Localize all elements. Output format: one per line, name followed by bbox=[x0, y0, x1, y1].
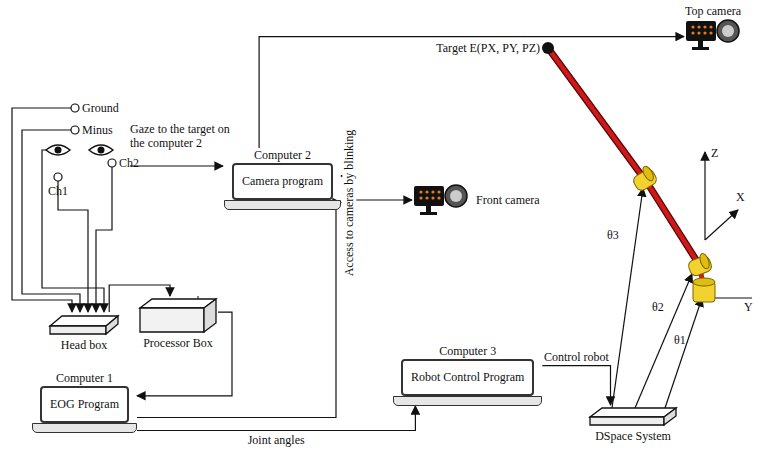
camera-label: Front camera bbox=[476, 193, 540, 207]
connector-label: Joint angles bbox=[246, 433, 307, 447]
computer-name: Computer 3 bbox=[439, 344, 496, 358]
annotation-label: θ3 bbox=[607, 228, 619, 242]
annotation-label: Y bbox=[744, 300, 753, 314]
annotation-label: Gaze to the target on the computer 2 bbox=[130, 122, 240, 150]
annotation-label: θ2 bbox=[652, 300, 664, 314]
joint-command-lines bbox=[612, 188, 702, 408]
device-icon bbox=[138, 296, 218, 336]
laptop-screen: EOG Program bbox=[40, 386, 129, 423]
coordinate-axes bbox=[705, 152, 752, 298]
connector bbox=[542, 366, 610, 405]
program-name: Robot Control Program bbox=[411, 370, 524, 384]
annotation-label: Minus bbox=[82, 123, 113, 137]
laptop-keyboard bbox=[393, 396, 542, 406]
computer-node: Computer 2 Camera program bbox=[224, 148, 341, 210]
annotation-label: Ch2 bbox=[119, 156, 139, 170]
connector bbox=[137, 203, 341, 418]
computer-node: Computer 1 EOG Program bbox=[32, 371, 137, 433]
laptop-keyboard bbox=[224, 200, 341, 210]
connector-label: Access to cameras by blinking bbox=[342, 127, 356, 278]
processor-box: Processor Box bbox=[138, 296, 218, 350]
annotation-label: X bbox=[736, 190, 745, 204]
dspace-system: DSpace System bbox=[588, 405, 678, 443]
camera-icon bbox=[684, 18, 742, 52]
annotation-label: Z bbox=[711, 146, 718, 160]
annotation-label: Ch1 bbox=[48, 184, 68, 198]
annotation-label: Ground bbox=[82, 101, 119, 115]
electrode-terminals bbox=[54, 104, 116, 181]
device-icon bbox=[588, 405, 678, 429]
program-name: EOG Program bbox=[50, 397, 119, 411]
head-box: Head box bbox=[48, 312, 120, 352]
laptop-keyboard bbox=[32, 423, 137, 433]
device-label: DSpace System bbox=[595, 429, 671, 443]
annotation-label: θ1 bbox=[674, 333, 686, 347]
laptop-screen: Camera program bbox=[232, 163, 333, 200]
camera-node: Top camera bbox=[684, 4, 742, 52]
connector bbox=[259, 37, 684, 148]
camera-label: Top camera bbox=[685, 4, 741, 18]
device-label: Head box bbox=[61, 338, 107, 352]
computer-name: Computer 1 bbox=[56, 371, 113, 385]
camera-icon bbox=[412, 183, 470, 217]
laptop-screen: Robot Control Program bbox=[401, 359, 534, 396]
computer-name: Computer 2 bbox=[254, 148, 311, 162]
camera-node: Front camera bbox=[412, 183, 540, 217]
computer-node: Computer 3 Robot Control Program bbox=[393, 344, 542, 406]
eye-symbols bbox=[46, 145, 113, 155]
device-label: Processor Box bbox=[143, 336, 213, 350]
robot-arm bbox=[542, 42, 715, 302]
device-icon bbox=[48, 312, 120, 338]
program-name: Camera program bbox=[242, 174, 323, 188]
connector bbox=[137, 406, 415, 431]
annotation-label: Target E(PX, PY, PZ) bbox=[410, 41, 540, 55]
gaze-arrow bbox=[130, 165, 223, 166]
connector-label: Control robot bbox=[542, 350, 611, 364]
electrode-wires bbox=[12, 108, 112, 312]
